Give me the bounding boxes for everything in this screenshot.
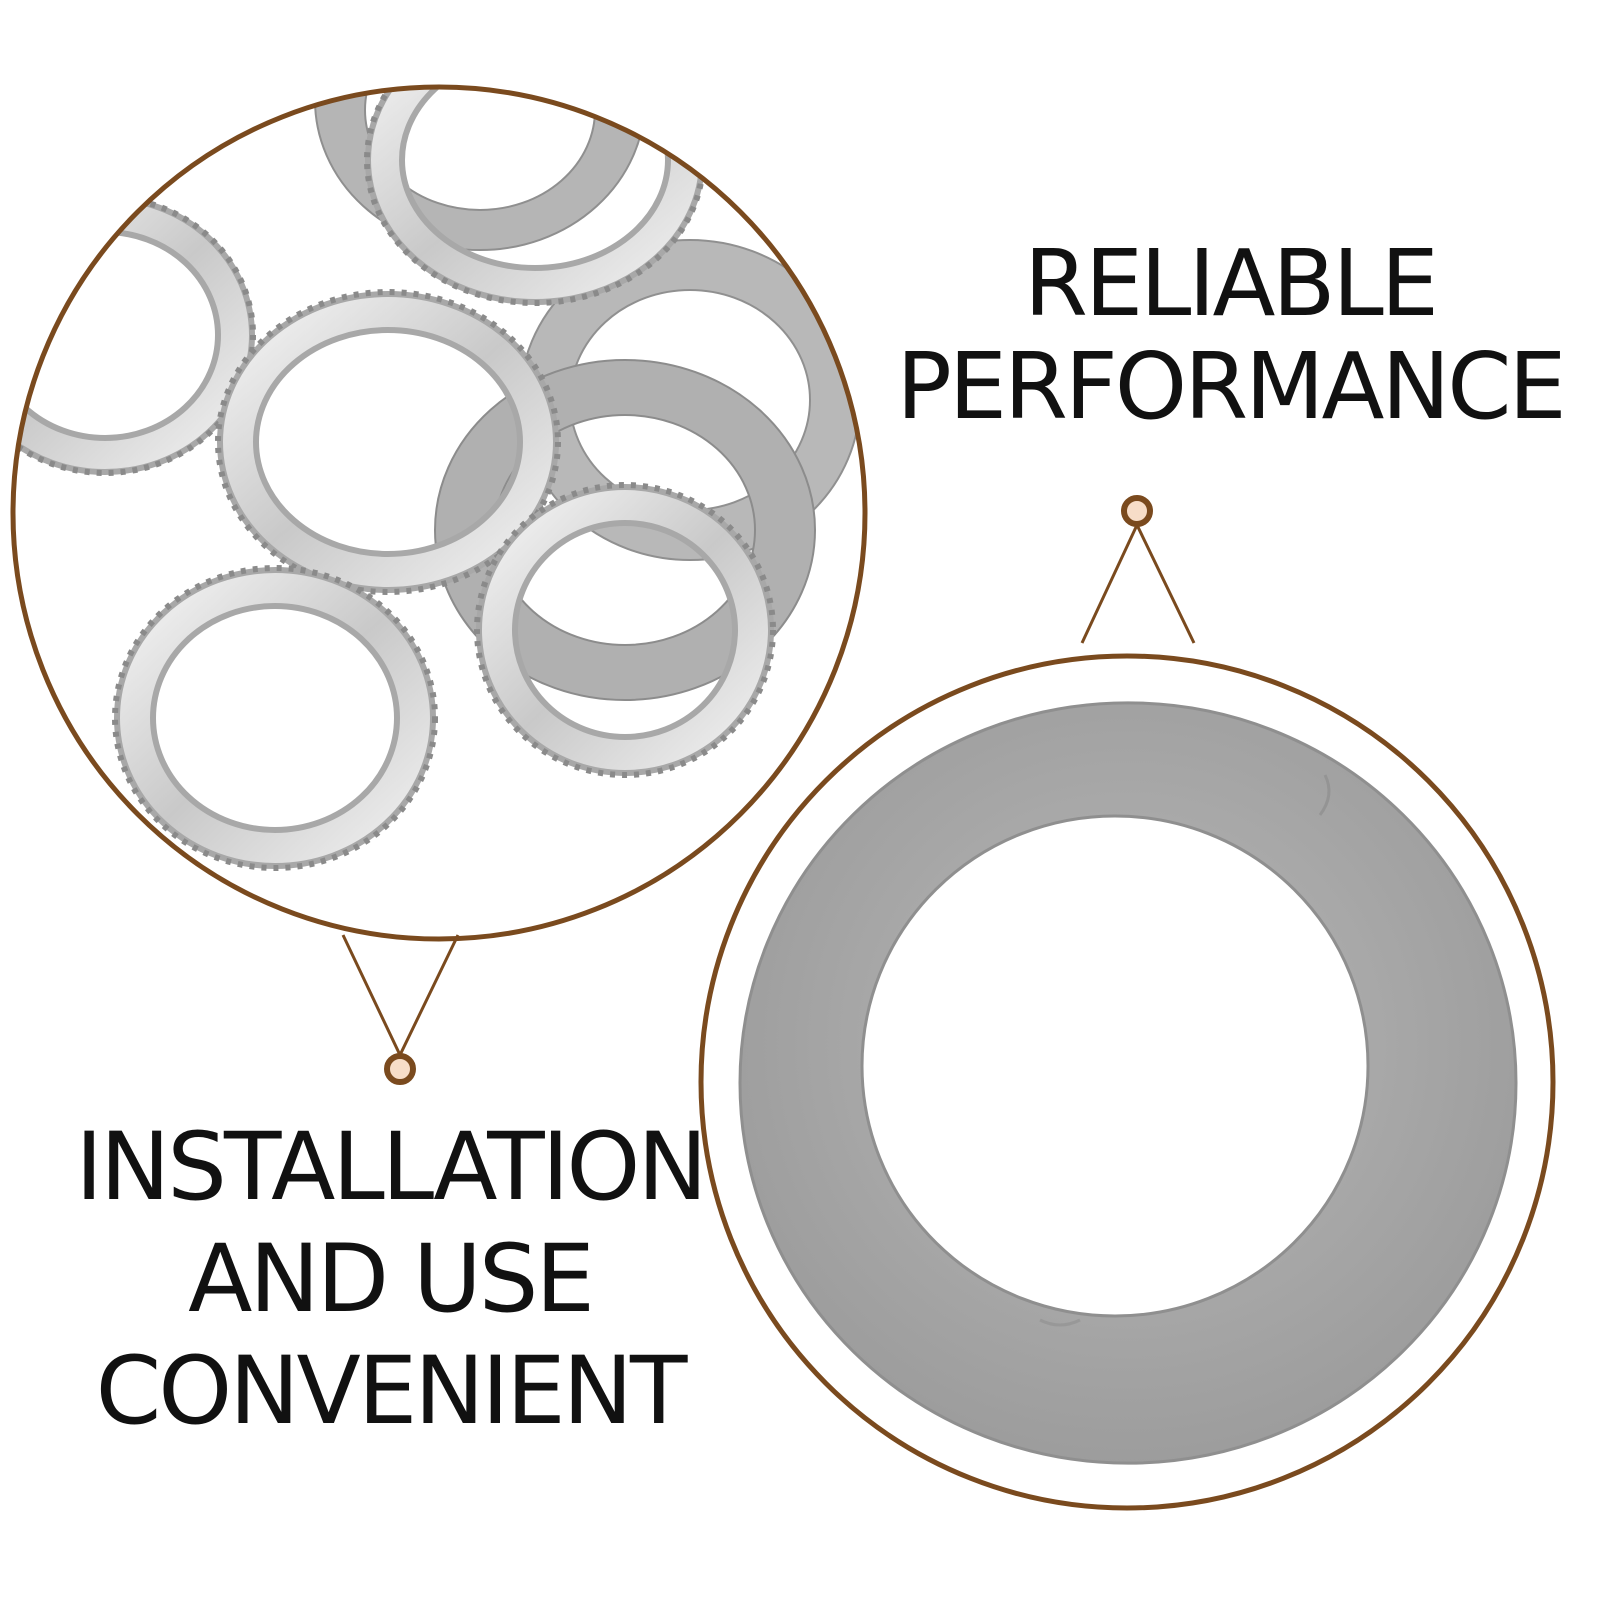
right-callout xyxy=(1080,495,1196,644)
installation-caption: INSTALLATION AND USE CONVENIENT xyxy=(40,1112,740,1448)
right-frame-circle xyxy=(698,653,1556,1511)
flat-washer-closeup xyxy=(701,656,1553,1508)
nuts-and-washers-photo xyxy=(13,87,865,939)
caption-line: AND USE xyxy=(188,1224,595,1334)
pin-dot-icon xyxy=(384,1053,416,1085)
knurled-nut xyxy=(215,289,561,595)
pin-dot-icon xyxy=(1121,495,1153,527)
left-frame-circle xyxy=(10,84,868,942)
left-callout xyxy=(341,934,460,1085)
knurled-nut xyxy=(474,482,776,778)
caption-line: INSTALLATION xyxy=(75,1113,707,1222)
knurled-nut xyxy=(112,565,438,871)
caption-line: PERFORMANCE xyxy=(896,333,1566,441)
reliable-performance-caption: RELIABLE PERFORMANCE xyxy=(880,232,1580,438)
caption-line: RELIABLE xyxy=(1024,230,1439,337)
caption-line: CONVENIENT xyxy=(95,1336,688,1446)
